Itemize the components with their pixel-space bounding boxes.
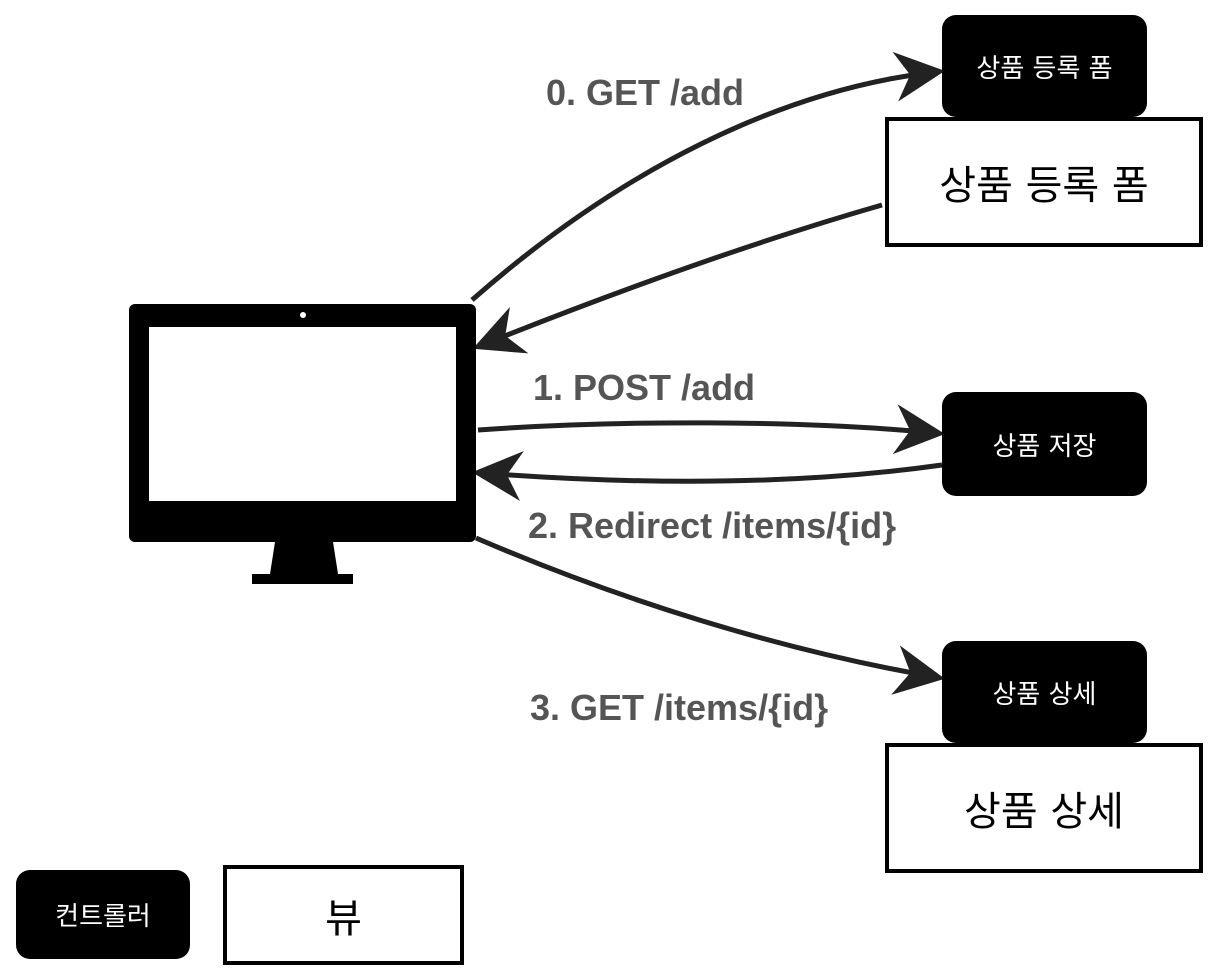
legend-controller: 컨트롤러 xyxy=(16,870,190,959)
view-detail: 상품 상세 xyxy=(885,743,1203,873)
controller-detail: 상품 상세 xyxy=(942,641,1147,743)
arrow-redirect xyxy=(472,451,943,501)
controller-register-form: 상품 등록 폼 xyxy=(942,15,1147,117)
legend-view: 뷰 xyxy=(223,865,464,965)
controller-save: 상품 저장 xyxy=(942,392,1147,496)
step-label: 3. GET /items/{id} xyxy=(530,687,829,728)
view-register-form: 상품 등록 폼 xyxy=(885,117,1203,247)
step-label: 0. GET /add xyxy=(546,72,745,113)
step-label: 1. POST /add xyxy=(533,367,756,408)
arrow-form-response xyxy=(472,202,883,354)
step-label: 2. Redirect /items/{id} xyxy=(528,505,897,546)
arrow-get-items xyxy=(475,535,945,695)
arrow-get-add xyxy=(470,51,945,302)
computer-monitor-icon xyxy=(129,304,476,584)
arrow-post-add xyxy=(477,404,945,455)
